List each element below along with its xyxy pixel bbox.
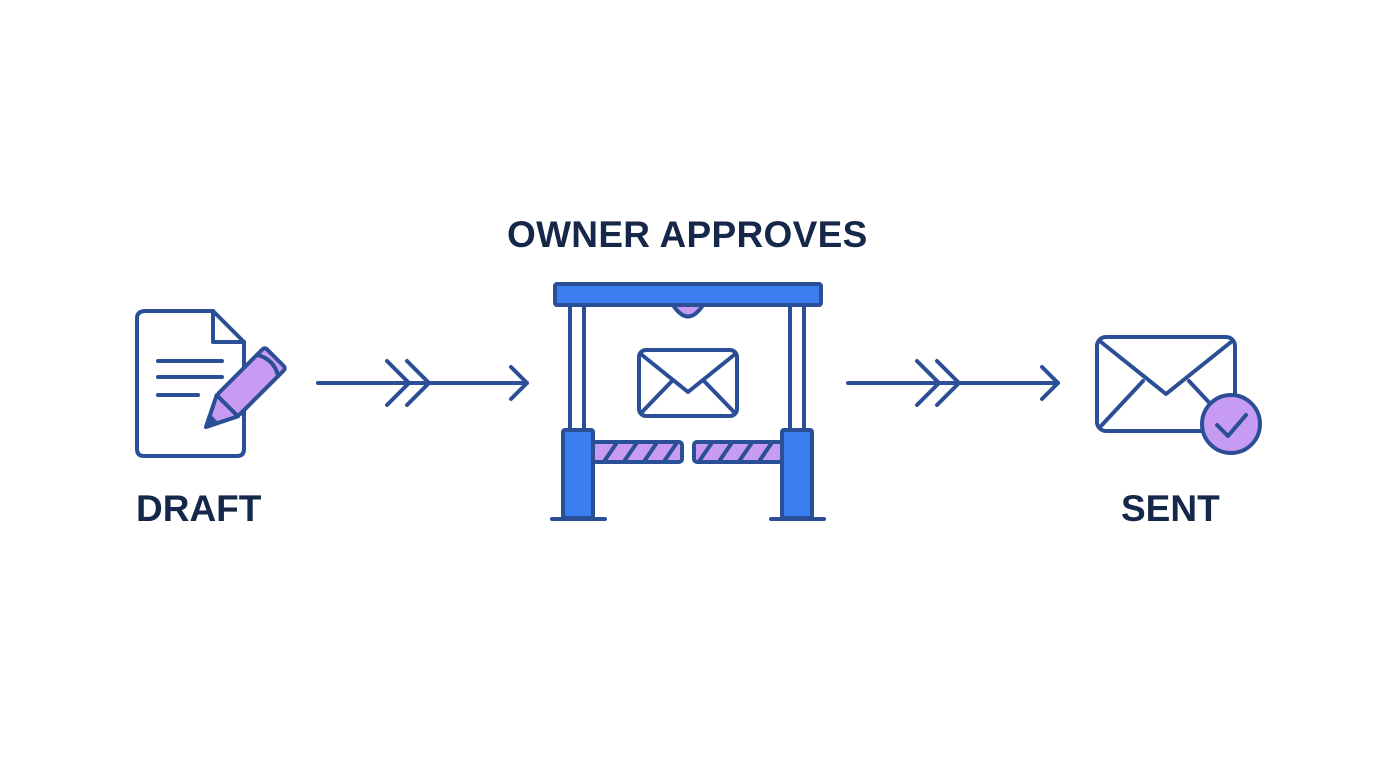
step-label-draft: DRAFT <box>136 488 262 529</box>
barrier-arm-right <box>692 440 784 464</box>
document-pencil-icon <box>135 309 287 458</box>
double-chevron-arrow-icon <box>316 359 529 407</box>
double-chevron-arrow-icon <box>846 359 1060 407</box>
gate-envelope-icon <box>550 282 826 521</box>
step-label-approval: OWNER APPROVES <box>507 214 868 255</box>
step-label-sent: SENT <box>1121 488 1220 529</box>
barrier-arm-left <box>591 440 684 464</box>
envelope-check-icon <box>1095 335 1262 455</box>
